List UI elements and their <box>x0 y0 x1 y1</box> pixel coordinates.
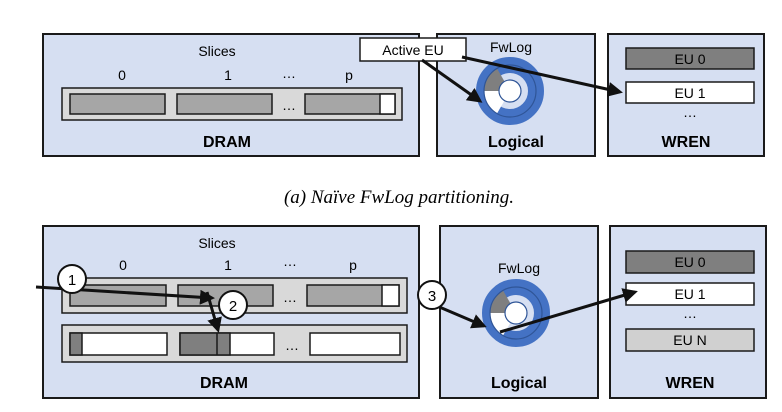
top-slice-1 <box>176 93 273 115</box>
bottom-wren-ellipsis: … <box>683 305 697 321</box>
top-slices-title: Slices <box>198 43 235 59</box>
bottom-slice-label-p: p <box>349 257 357 273</box>
step-marker-1: 1 <box>57 264 87 294</box>
bottom-logical-label: Logical <box>491 375 547 392</box>
bottom-wren-eu-n <box>625 328 755 352</box>
step-marker-3-label: 3 <box>428 288 436 305</box>
bottom-wren-eu-n-label: EU N <box>673 332 706 348</box>
bottom-fwlog-ring <box>482 279 550 347</box>
top-slice-label-0: 0 <box>118 67 126 83</box>
top-wren-eu-1-label: EU 1 <box>674 85 705 101</box>
active-eu-label: Active EU <box>382 42 443 58</box>
top-ring-hole <box>498 79 522 103</box>
bottom-wren-eu-0 <box>625 250 755 274</box>
bottom-wren-eu-1-label: EU 1 <box>674 286 705 302</box>
top-wren-eu-0-label: EU 0 <box>674 51 705 67</box>
top-arrow-active-to-eu1 <box>461 55 623 97</box>
top-slice-header-ellipsis: … <box>282 65 296 81</box>
bottom-slices-title: Slices <box>198 235 235 251</box>
bottom-arrow-ring-to-eu1 <box>499 288 638 334</box>
top-wren-panel: EU 0 EU 1 … WREN <box>607 33 765 157</box>
bottom-row2-slice-p <box>309 332 401 356</box>
top-slice-row-ellipsis: … <box>282 97 296 113</box>
top-diagram: Slices 0 1 … p … DRAM FwLog <box>42 33 765 157</box>
caption-a: (a) Naïve FwLog partitioning. <box>284 187 514 208</box>
top-wren-eu-0 <box>625 47 755 70</box>
top-arrow-active-to-ring <box>421 58 483 103</box>
step-marker-2-label: 2 <box>229 298 237 315</box>
bottom-fwlog-label: FwLog <box>498 260 540 276</box>
bottom-logical-panel: FwLog Logical <box>439 225 599 399</box>
active-eu-box <box>359 37 467 62</box>
top-fwlog-label: FwLog <box>490 39 532 55</box>
bottom-wren-panel: EU 0 EU 1 … EU N WREN <box>609 225 767 399</box>
bottom-wren-eu-0-label: EU 0 <box>674 254 705 270</box>
top-ring-outline <box>483 64 537 118</box>
bottom-arrow-step-2 <box>205 291 222 333</box>
bottom-row1-ellipsis: … <box>283 289 297 305</box>
bottom-arrow-step-3 <box>436 304 487 329</box>
top-fwlog-ring <box>476 57 544 125</box>
bottom-row2-slice-1-used <box>179 332 231 356</box>
bottom-ring-outline <box>489 286 543 340</box>
top-slice-0 <box>69 93 166 115</box>
top-dram-label: DRAM <box>203 134 251 151</box>
step-marker-2: 2 <box>218 290 248 320</box>
bottom-dram-label: DRAM <box>200 375 248 392</box>
step-marker-1-label: 1 <box>68 272 76 289</box>
bottom-row2-slice-0 <box>69 332 168 356</box>
top-slice-p-free <box>379 93 396 115</box>
top-wren-eu-1 <box>625 81 755 104</box>
bottom-slice-header-ellipsis: … <box>283 253 297 269</box>
bottom-row2-ellipsis: … <box>285 337 299 353</box>
bottom-row1-slice-p-free <box>381 284 400 307</box>
bottom-wren-label: WREN <box>666 375 715 392</box>
bottom-slice-label-0: 0 <box>119 257 127 273</box>
bottom-row2-slice-0-used <box>69 332 83 356</box>
bottom-ring-hole <box>504 301 528 325</box>
top-slice-label-p: p <box>345 67 353 83</box>
top-slice-label-1: 1 <box>224 67 232 83</box>
top-wren-ellipsis: … <box>683 104 697 120</box>
top-logical-label: Logical <box>488 134 544 151</box>
top-dram-panel: Slices 0 1 … p … DRAM <box>42 33 420 157</box>
step-marker-3: 3 <box>417 280 447 310</box>
bottom-diagram: Slices 0 1 … p … … DRAM FwLo <box>35 225 767 399</box>
top-wren-label: WREN <box>662 134 711 151</box>
bottom-slice-label-1: 1 <box>224 257 232 273</box>
